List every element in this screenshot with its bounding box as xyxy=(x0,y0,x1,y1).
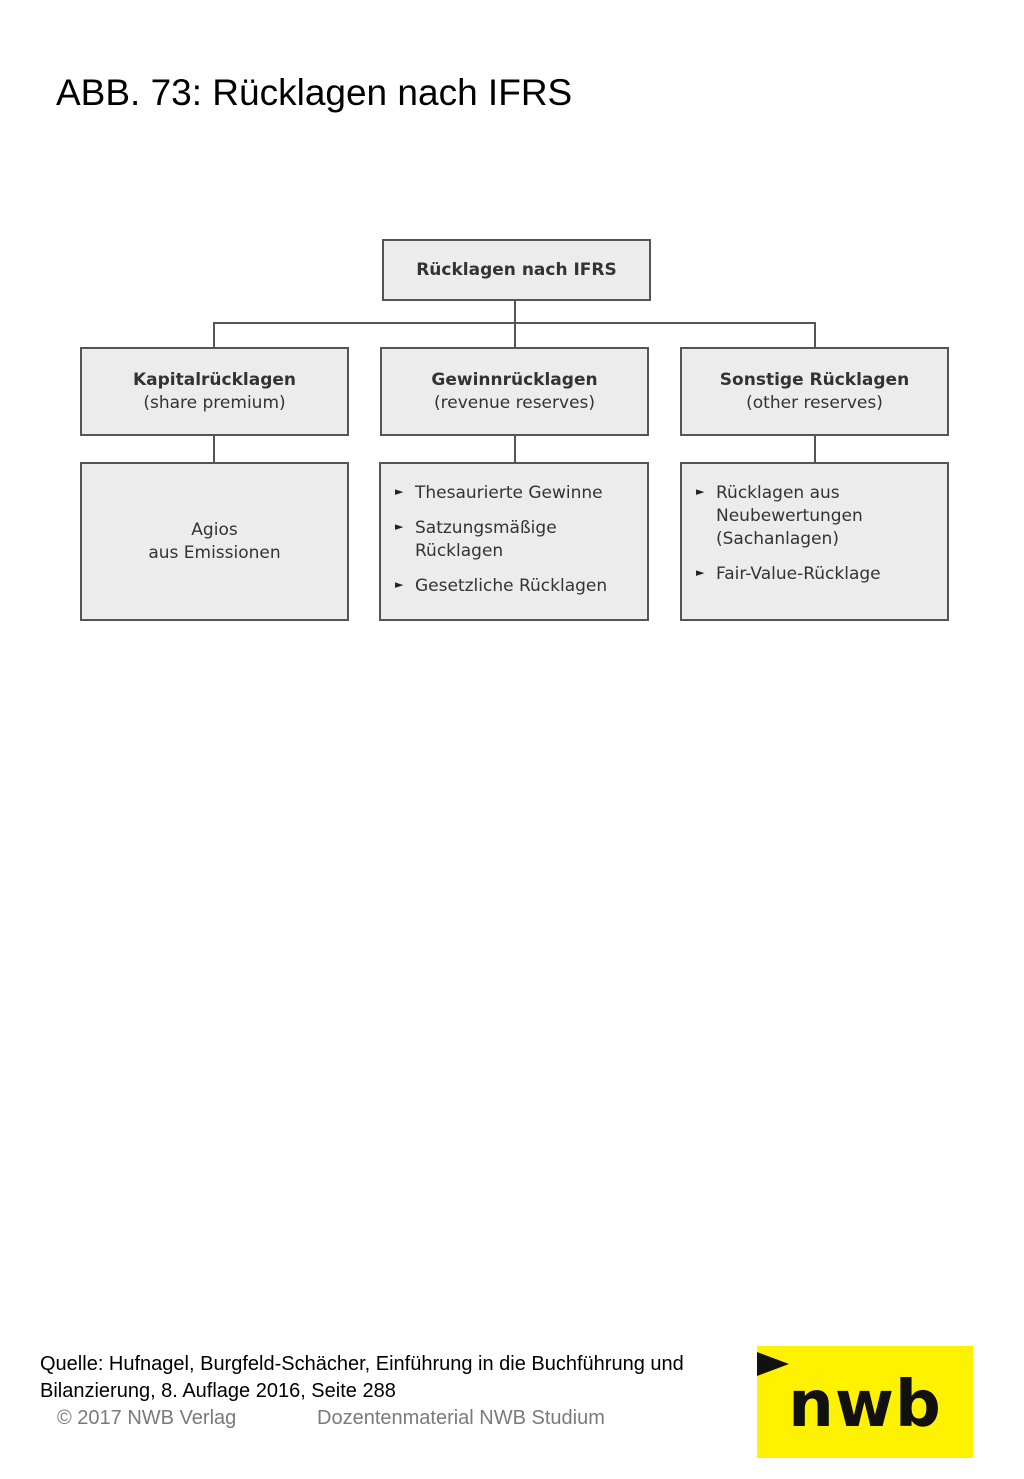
source-citation: Quelle: Hufnagel, Burgfeld-Schächer, Ein… xyxy=(40,1351,780,1405)
detail-list: ► Thesaurierte Gewinne ► Satzungsmäßige … xyxy=(395,482,637,598)
connector-root-down xyxy=(514,300,516,324)
connector-left-detail xyxy=(213,434,215,463)
category-name: Sonstige Rücklagen xyxy=(719,369,910,390)
list-item: ► Rücklagen aus Neubewertungen (Sachanla… xyxy=(696,482,937,551)
logo-text: nwb xyxy=(788,1368,942,1442)
list-item-line: Rücklagen xyxy=(415,541,504,561)
detail-list: ► Rücklagen aus Neubewertungen (Sachanla… xyxy=(696,482,937,586)
nwb-logo: nwb xyxy=(757,1346,973,1458)
category-subtitle: (other reserves) xyxy=(746,392,883,413)
detail-gewinnruecklagen: ► Thesaurierte Gewinne ► Satzungsmäßige … xyxy=(379,462,649,621)
connector-middle-down xyxy=(514,322,516,348)
category-gewinnruecklagen: Gewinnrücklagen (revenue reserves) xyxy=(380,347,649,436)
list-item: ► Satzungsmäßige Rücklagen xyxy=(395,517,637,563)
connector-right-detail xyxy=(814,434,816,463)
category-subtitle: (share premium) xyxy=(143,392,286,413)
triangle-bullet-icon: ► xyxy=(395,578,404,591)
list-item-line: Neubewertungen xyxy=(716,506,863,526)
list-item: ► Gesetzliche Rücklagen xyxy=(395,575,637,598)
detail-line: Agios xyxy=(191,519,238,540)
triangle-bullet-icon: ► xyxy=(696,566,705,579)
list-item-line: Satzungsmäßige xyxy=(415,518,557,538)
category-subtitle: (revenue reserves) xyxy=(433,392,596,413)
category-name: Kapitalrücklagen xyxy=(132,369,297,390)
triangle-bullet-icon: ► xyxy=(696,485,705,498)
category-name: Gewinnrücklagen xyxy=(431,369,598,390)
root-node-label: Rücklagen nach IFRS xyxy=(416,259,617,280)
connector-middle-detail xyxy=(514,434,516,463)
triangle-bullet-icon: ► xyxy=(395,485,404,498)
detail-line: aus Emissionen xyxy=(148,542,281,563)
root-node: Rücklagen nach IFRS xyxy=(382,239,651,301)
arrow-icon xyxy=(757,1352,789,1376)
footer-material: Dozentenmaterial NWB Studium xyxy=(317,1407,605,1429)
list-item-line: Gesetzliche Rücklagen xyxy=(415,576,608,596)
list-item-line: Fair-Value-Rücklage xyxy=(716,564,881,584)
triangle-bullet-icon: ► xyxy=(395,520,404,533)
detail-sonstige-ruecklagen: ► Rücklagen aus Neubewertungen (Sachanla… xyxy=(680,462,949,621)
connector-left-down xyxy=(213,322,215,348)
footer-copyright: © 2017 NWB Verlag xyxy=(57,1407,237,1429)
source-line-1: Quelle: Hufnagel, Burgfeld-Schächer, Ein… xyxy=(40,1353,684,1375)
list-item-line: (Sachanlagen) xyxy=(716,529,839,549)
list-item: ► Thesaurierte Gewinne xyxy=(395,482,637,505)
list-item-line: Thesaurierte Gewinne xyxy=(415,483,603,503)
detail-kapitalruecklagen: Agios aus Emissionen xyxy=(80,462,349,621)
list-item-line: Rücklagen aus xyxy=(716,483,840,503)
list-item: ► Fair-Value-Rücklage xyxy=(696,563,937,586)
category-kapitalruecklagen: Kapitalrücklagen (share premium) xyxy=(80,347,349,436)
category-sonstige-ruecklagen: Sonstige Rücklagen (other reserves) xyxy=(680,347,949,436)
source-line-2: Bilanzierung, 8. Auflage 2016, Seite 288 xyxy=(40,1380,396,1402)
connector-right-down xyxy=(814,322,816,348)
page-title: ABB. 73: Rücklagen nach IFRS xyxy=(56,72,573,113)
